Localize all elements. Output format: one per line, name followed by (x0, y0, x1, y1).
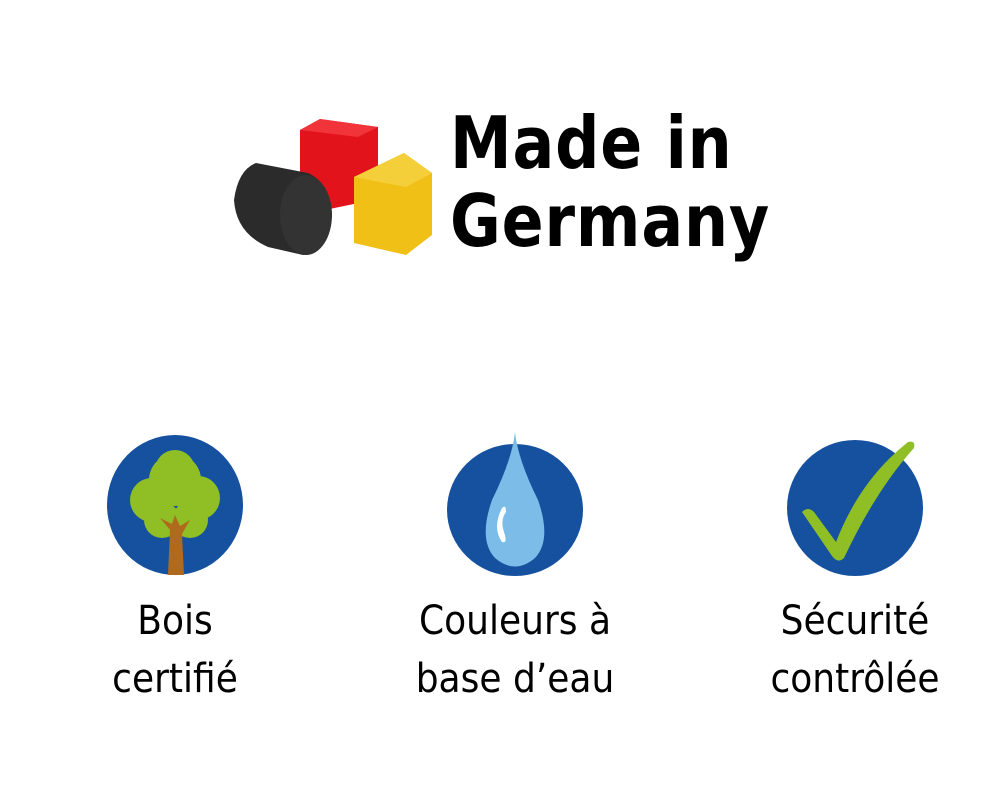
wooden-blocks-logo (234, 119, 432, 255)
label-line-2: base d’eau (415, 656, 615, 702)
feature-water-based-paint: Couleurs à base d’eau (365, 430, 665, 708)
feature-safety-tested: Sécurité contrôlée (705, 430, 1000, 708)
label-line-2: certifié (112, 656, 238, 702)
tree-icon (107, 435, 243, 575)
water-drop-icon (447, 432, 583, 576)
checkmark-icon (787, 440, 923, 576)
made-in-germany-title: Made in Germany (450, 104, 770, 260)
feature-label: Couleurs à base d’eau (380, 592, 650, 708)
label-line-1: Couleurs à (418, 598, 612, 644)
title-line-1: Made in (450, 101, 733, 185)
feature-label: Bois certifié (40, 592, 310, 708)
black-cylinder-icon (234, 163, 332, 255)
yellow-triangle-block-icon (354, 153, 432, 255)
feature-certified-wood: Bois certifié (25, 430, 325, 708)
label-line-1: Sécurité (780, 598, 930, 644)
label-line-2: contrôlée (770, 656, 940, 702)
title-line-2: Germany (450, 179, 771, 263)
feature-label: Sécurité contrôlée (720, 592, 990, 708)
label-line-1: Bois (137, 598, 213, 644)
